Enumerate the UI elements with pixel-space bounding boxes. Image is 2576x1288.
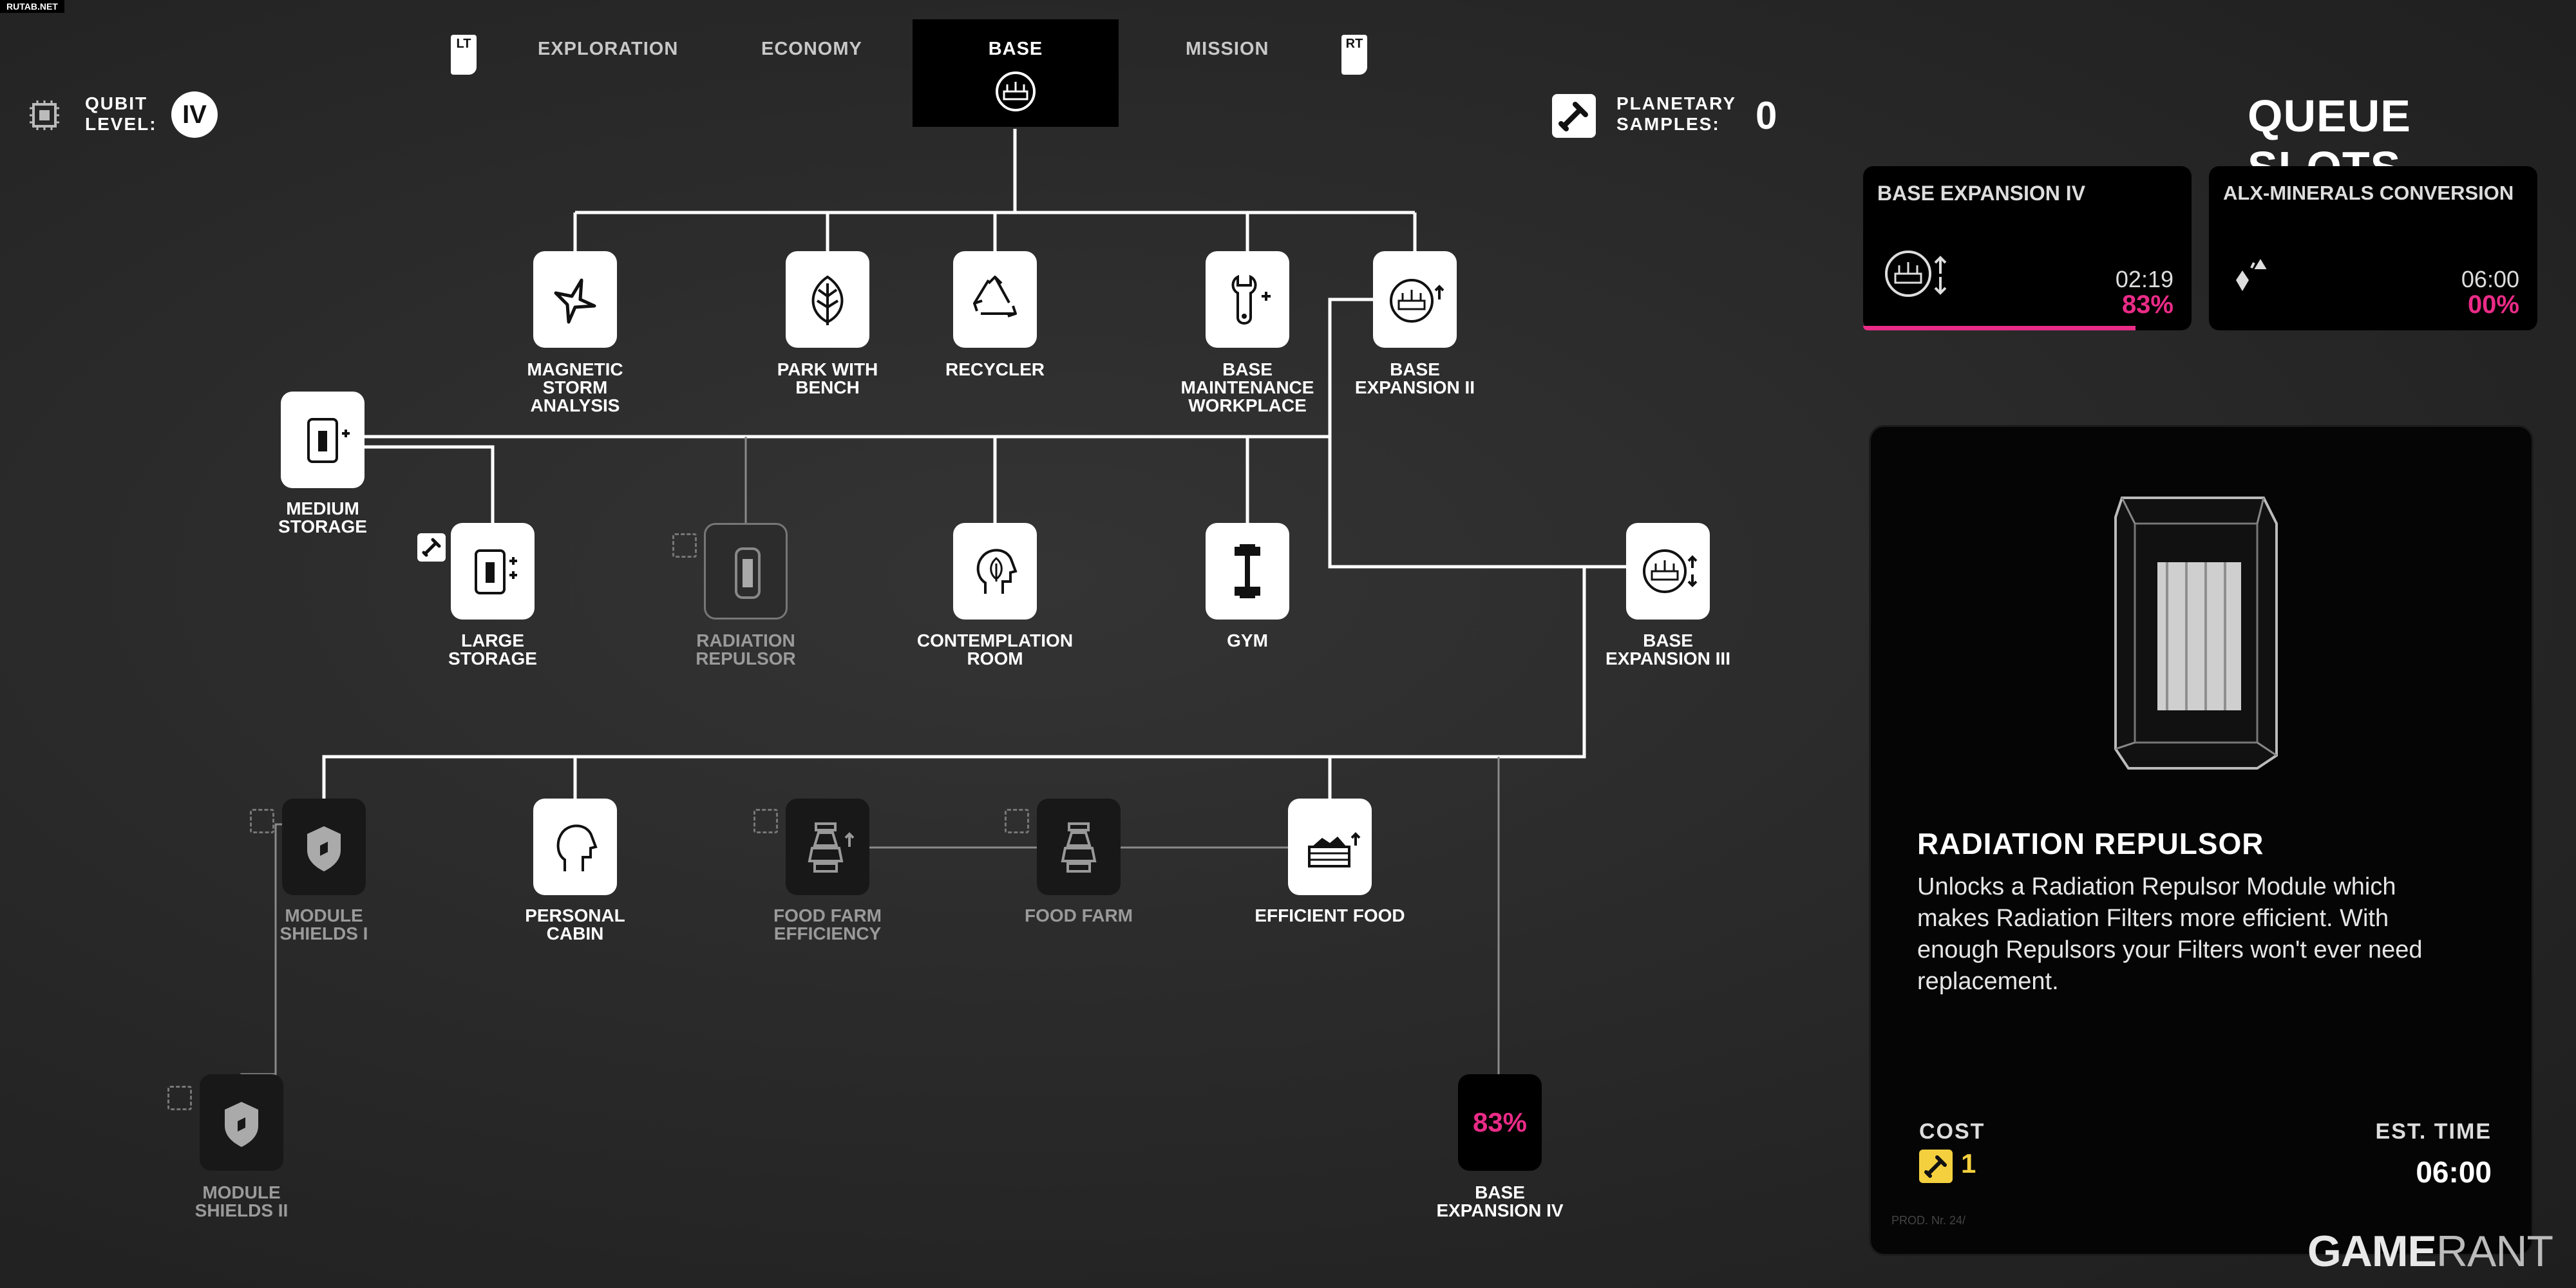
qubit-level-badge: IV [171,91,218,138]
prod-number-text: PROD. Nr. 24/ [1891,1214,1966,1227]
node-label: EFFICIENT FOOD [1255,905,1405,925]
tab-mission[interactable]: MISSION [1186,39,1269,59]
leaf-icon [811,275,844,325]
watermark: RUTAB.NET [0,0,64,13]
node-efficient-food[interactable] [1288,799,1372,895]
node-label: GYM [1227,630,1268,650]
node-base-expansion-iv[interactable]: 83% [1458,1074,1542,1171]
head-leaf-icon [976,549,1018,594]
detail-title: RADIATION REPULSOR [1917,827,2264,860]
node-contemplation-room[interactable] [953,523,1037,620]
wrench-icon [1231,274,1271,325]
farm-icon [808,822,855,873]
farm-icon [1061,822,1097,873]
checkbox-icon [672,533,697,558]
detail-panel: RADIATION REPULSOR Unlocks a Radiation R… [1869,425,2533,1256]
node-food-farm-efficiency[interactable] [786,799,869,895]
node-module-shields-ii[interactable] [200,1074,283,1171]
gamerant-logo: GAMERANT [2307,1227,2553,1276]
checkbox-icon [753,809,778,833]
sample-vial-icon [1919,1150,1953,1183]
node-base-expansion-ii[interactable] [1373,251,1457,348]
queue-slot-percent: 83% [2121,290,2174,319]
node-progress-percent: 83% [1472,1107,1528,1137]
node-magnetic-storm-analysis[interactable] [533,251,617,348]
queue-slot-percent: 00% [2467,290,2519,319]
recycle-icon [973,276,1017,317]
base-expansion-icon [1390,279,1444,323]
node-base-expansion-iii[interactable] [1626,523,1710,620]
dumbbell-icon [1235,544,1260,598]
node-gym[interactable] [1206,523,1289,620]
node-module-shields-i[interactable] [282,799,366,895]
tab-base-label: BASE [988,39,1043,59]
tab-economy[interactable]: ECONOMY [761,39,862,59]
queue-slot-title: BASE EXPANSION IV [1877,182,2086,205]
node-label: RECYCLER [945,359,1045,379]
node-label: FOOD FARM [1025,905,1133,925]
queue-slot-progress-bar [1863,326,2136,330]
rt-bumper-button[interactable]: RT [1341,35,1367,75]
tab-base[interactable]: BASE [913,19,1119,127]
base-expansion-icon [996,71,1036,111]
sample-vial-icon [417,533,446,562]
node-food-farm[interactable] [1037,799,1121,895]
storage-icon [475,549,517,594]
shield-icon [307,826,341,871]
minerals-icon [2236,259,2267,291]
chip-icon [30,100,59,130]
node-medium-storage[interactable] [281,392,365,488]
storm-icon [554,278,596,324]
planetary-samples-count: 0 [1756,94,1777,137]
est-time-value: 06:00 [2416,1155,2492,1189]
repulsor-module-image [2114,497,2278,770]
node-personal-cabin[interactable] [533,799,617,895]
node-park-with-bench[interactable] [786,251,869,348]
queue-slot-2[interactable]: ALX-MINERALS CONVERSION 06:00 00% [2209,166,2537,330]
cost-value: 1 [1961,1148,1976,1179]
queue-slot-time: 06:00 [2461,266,2519,292]
checkbox-icon [250,809,274,833]
queue-slot-1[interactable]: BASE EXPANSION IV 02:19 83% [1863,166,2192,330]
crate-icon [1308,832,1361,867]
tab-exploration[interactable]: EXPLORATION [538,39,679,59]
checkbox-icon [167,1086,192,1110]
lt-bumper-button[interactable]: LT [451,35,477,75]
queue-slot-title: ALX-MINERALS CONVERSION [2223,182,2514,204]
node-large-storage[interactable] [451,523,535,620]
node-radiation-repulsor[interactable] [704,523,788,620]
node-recycler[interactable] [953,251,1037,348]
est-time-label: EST. TIME [2375,1119,2492,1144]
cost-label: COST [1919,1119,1985,1144]
base-expansion-icon [1643,549,1698,593]
checkbox-icon [1005,809,1029,833]
category-tabs: LT EXPLORATION ECONOMY BASE MISSION RT [451,19,1378,129]
detail-description: Unlocks a Radiation Repulsor Module whic… [1917,873,2423,995]
sample-vial-icon [1552,94,1596,138]
queue-slot-time: 02:19 [2115,266,2174,292]
person-head-icon [556,824,598,871]
base-expansion-icon [1885,251,1947,297]
tech-tree-lines [240,437,1500,1095]
storage-icon [307,418,350,463]
node-base-maintenance-workplace[interactable] [1206,251,1289,348]
shield-icon [225,1102,258,1147]
repulsor-icon [735,547,761,599]
